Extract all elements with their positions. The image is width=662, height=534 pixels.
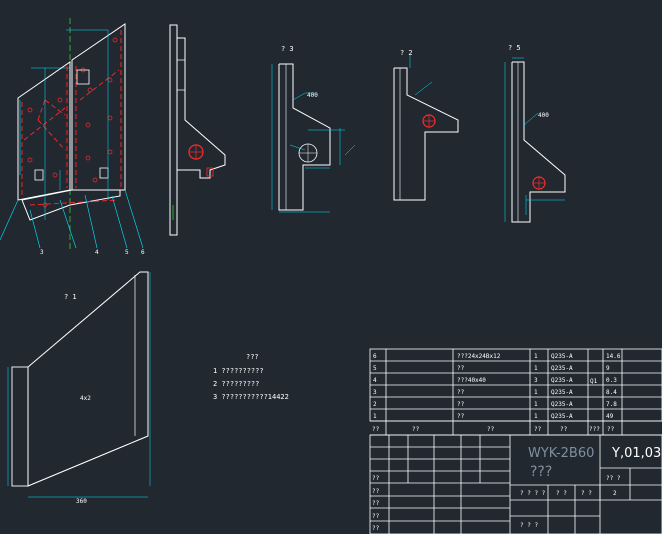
- footer-1: ? ? ? ?: [520, 490, 546, 497]
- note-2: 2 ?????????: [213, 380, 259, 388]
- v1-center-dim: 4x2: [80, 395, 91, 402]
- balloon-3: 3: [40, 249, 44, 256]
- svg-text:7.8: 7.8: [606, 401, 617, 408]
- side-view: [169, 24, 226, 236]
- v1-bottom-dim: 360: [76, 498, 87, 505]
- svg-text:??: ??: [457, 365, 465, 372]
- svg-text:??: ??: [457, 413, 465, 420]
- svg-text:Q235-A: Q235-A: [551, 353, 573, 360]
- svg-text:1: 1: [534, 401, 538, 408]
- svg-text:0.3: 0.3: [606, 377, 617, 384]
- main-assembly-view: 3 4 5 6: [0, 18, 145, 256]
- svg-text:1: 1: [373, 413, 377, 420]
- notes-title: ???: [246, 353, 259, 361]
- svg-text:1: 1: [534, 389, 538, 396]
- view-1-label: ? 1: [64, 293, 77, 301]
- footer-5: ? ? ?: [520, 522, 538, 529]
- parts-row-3: 3 ?? 1 Q235-A 8.4: [373, 389, 617, 396]
- svg-text:3: 3: [373, 389, 377, 396]
- svg-text:Q235-A: Q235-A: [551, 377, 573, 384]
- balloon-4: 4: [95, 249, 99, 256]
- svg-text:??: ??: [457, 389, 465, 396]
- view-3-label: ? 3: [281, 45, 294, 53]
- parts-row-4: 4 ???40x40 3 Q235-A 0.3: [373, 377, 617, 384]
- svg-text:14.6: 14.6: [606, 353, 621, 360]
- view-5: ? 5 400: [504, 44, 566, 223]
- drawing-code: Y,01,03: [611, 446, 661, 461]
- svg-text:Q235-A: Q235-A: [551, 365, 573, 372]
- svg-text:3: 3: [534, 377, 538, 384]
- svg-text:9: 9: [606, 365, 610, 372]
- svg-text:4: 4: [373, 377, 377, 384]
- parts-row-1: 1 ?? 1 Q235-A 49: [373, 413, 614, 420]
- svg-text:1: 1: [534, 353, 538, 360]
- footer-3: ? ?: [581, 490, 592, 497]
- svg-text:2: 2: [373, 401, 377, 408]
- view-1: ? 1 4x2 360: [7, 271, 151, 505]
- balloon-5: 5: [125, 249, 129, 256]
- view-3: ? 3 400: [271, 45, 356, 213]
- svg-text:??: ??: [457, 401, 465, 408]
- technical-notes: ??? 1 ?????????? 2 ????????? 3 ?????????…: [213, 353, 289, 401]
- svg-text:???: ???: [589, 426, 600, 433]
- tb-row-1: ??: [372, 475, 380, 482]
- parts-list-header: ?? ?? ?? ?? ?? ??? ??: [372, 426, 615, 433]
- view-2: ? 2: [393, 49, 459, 201]
- svg-text:5: 5: [373, 365, 377, 372]
- svg-text:??: ??: [487, 426, 495, 433]
- footer-2: ? ?: [556, 490, 567, 497]
- svg-text:???24x24Bx12: ???24x24Bx12: [457, 353, 501, 360]
- svg-text:1: 1: [534, 365, 538, 372]
- tb-row-5: ??: [372, 525, 380, 532]
- view-5-label: ? 5: [508, 44, 521, 52]
- note-1: 1 ??????????: [213, 367, 264, 375]
- v3-dim-tag: 400: [307, 92, 318, 99]
- tb-row-3: ??: [372, 500, 380, 507]
- view-2-label: ? 2: [400, 49, 413, 57]
- svg-text:???40x40: ???40x40: [457, 377, 486, 384]
- sheet-number: 2: [613, 490, 617, 497]
- svg-text:??: ??: [560, 426, 568, 433]
- balloon-6: 6: [141, 249, 145, 256]
- svg-text:6: 6: [373, 353, 377, 360]
- svg-text:??: ??: [534, 426, 542, 433]
- svg-text:1: 1: [534, 413, 538, 420]
- footer-4: ?? ?: [606, 475, 621, 482]
- title-block-text: WYK-2B60 ??? Y,01,03 2 ? ? ? ? ? ? ? ? ?…: [372, 446, 661, 532]
- svg-text:??: ??: [372, 426, 380, 433]
- note-3: 3 ???????????14422: [213, 393, 289, 401]
- part-name: ???: [530, 464, 552, 480]
- svg-text:Q235-A: Q235-A: [551, 401, 573, 408]
- v5-dim-tag: 400: [538, 112, 549, 119]
- tb-row-4: ??: [372, 513, 380, 520]
- svg-text:8.4: 8.4: [606, 389, 617, 396]
- q1-label: Q1: [590, 378, 598, 385]
- svg-text:??: ??: [607, 426, 615, 433]
- title-block: [369, 434, 662, 534]
- drawing-name: WYK-2B60: [528, 446, 594, 461]
- parts-row-5: 5 ?? 1 Q235-A 9: [373, 365, 610, 372]
- parts-list-text: 6 ???24x24Bx12 1 Q235-A 14.6 5 ?? 1 Q235…: [372, 353, 621, 433]
- tb-row-2: ??: [372, 488, 380, 495]
- parts-row-2: 2 ?? 1 Q235-A 7.8: [373, 401, 617, 408]
- svg-text:??: ??: [412, 426, 420, 433]
- svg-text:Q235-A: Q235-A: [551, 413, 573, 420]
- svg-text:Q235-A: Q235-A: [551, 389, 573, 396]
- parts-row-6: 6 ???24x24Bx12 1 Q235-A 14.6: [373, 353, 621, 360]
- svg-text:49: 49: [606, 413, 614, 420]
- parts-list: [369, 348, 662, 436]
